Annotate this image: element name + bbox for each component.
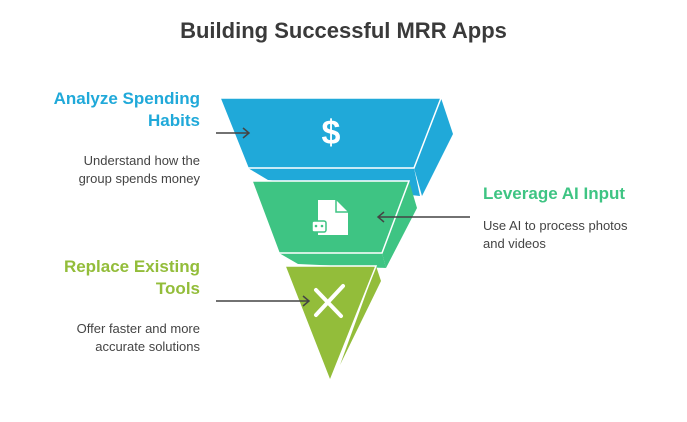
stage-3-description: Offer faster and more accurate solutions [77, 320, 200, 356]
desc-line: group spends money [78, 171, 200, 186]
desc-line: Use AI to process photos [483, 218, 628, 233]
stage-1-description: Understand how the group spends money [79, 152, 200, 188]
stage-3-heading: Replace Existing Tools [64, 256, 200, 300]
tools-icon [314, 284, 345, 318]
heading-line: Replace Existing [63, 257, 200, 276]
stage-2-heading: Leverage AI Input [483, 184, 626, 203]
desc-line: and videos [483, 236, 546, 251]
desc-line: Offer faster and more [76, 321, 200, 336]
funnel-stage-2 [250, 180, 417, 268]
connector-arrows [216, 127, 470, 307]
stage-2-description: Use AI to process photos and videos [483, 217, 628, 253]
heading-line: Habits [148, 111, 200, 130]
stage-1-heading: Analyze Spending Habits [54, 88, 200, 132]
dollar-icon: $ [322, 114, 341, 152]
heading-line: Analyze Spending [53, 89, 200, 108]
diagram-title: Building Successful MRR Apps [180, 18, 507, 43]
desc-line: Understand how the [83, 153, 200, 168]
heading-line: Tools [155, 279, 200, 298]
funnel-stage-3 [283, 265, 381, 384]
desc-line: accurate solutions [95, 339, 200, 354]
file-robot-icon [311, 200, 348, 235]
